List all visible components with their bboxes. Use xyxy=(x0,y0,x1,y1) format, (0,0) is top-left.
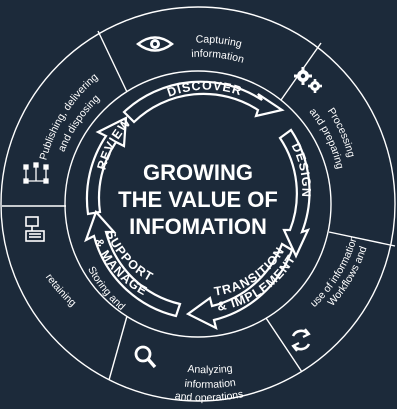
activity-analyzing-line-2: information xyxy=(184,377,237,391)
center-title: GROWING THE VALUE OF INFOMATION xyxy=(118,160,278,239)
divider-line xyxy=(265,317,303,373)
center-title-line-2: THE VALUE OF xyxy=(118,187,278,212)
activity-analyzing-line-3: and operations xyxy=(174,388,244,404)
eye-icon xyxy=(136,36,174,52)
arrow-design xyxy=(278,128,311,259)
activity-analyzing-line-1: Analyzing xyxy=(187,362,233,376)
activity-capturing-line-1: Capturing xyxy=(196,33,244,50)
outer-circle xyxy=(0,6,396,402)
cycle-arrows xyxy=(84,80,311,331)
divider-line xyxy=(108,315,128,381)
arrow-review xyxy=(85,116,128,216)
stage-label-design: DESIGN xyxy=(289,141,314,198)
center-title-line-3: INFOMATION xyxy=(129,214,267,239)
gears-icon xyxy=(294,67,322,93)
arrow-transition xyxy=(185,242,294,331)
arrow-support xyxy=(84,209,182,318)
center-title-line-1: GROWING xyxy=(143,160,253,185)
storage-icon xyxy=(25,216,45,242)
divider-line xyxy=(97,30,128,93)
activity-storing-line-2: retaining xyxy=(43,272,78,310)
inner-circle xyxy=(64,70,332,338)
divider-line xyxy=(328,231,396,247)
arrow-discover xyxy=(122,80,285,124)
magnifier-icon xyxy=(134,345,157,369)
refresh-icon xyxy=(291,328,311,352)
activity-capturing-line-2: information xyxy=(191,48,246,66)
outer-ring xyxy=(0,6,396,402)
stage-label-discover: DISCOVER xyxy=(165,79,244,100)
network-icon xyxy=(23,162,49,184)
